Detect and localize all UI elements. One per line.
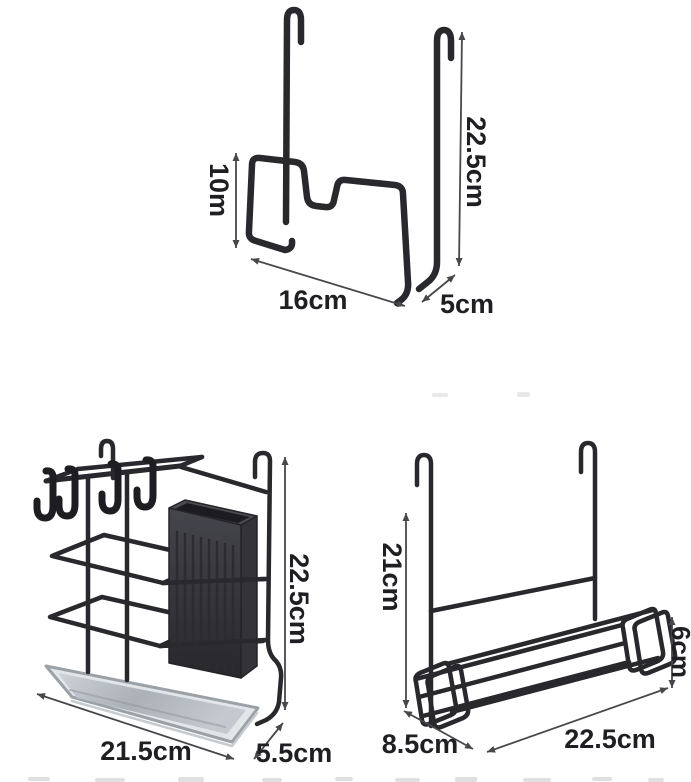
rack-right-hook-frame — [252, 450, 284, 727]
arrow-basket-depth — [403, 710, 474, 750]
basket-rack-illustration — [413, 440, 678, 730]
dim-basket-depth-label: 8.5cm — [381, 729, 459, 759]
bracket-w-wire — [245, 154, 412, 307]
rack-center-hook — [98, 438, 116, 481]
arrow-rack-depth — [253, 722, 284, 760]
dim-top-width-label: 16cm — [278, 285, 348, 315]
dim-top-depth-label: 5cm — [439, 289, 495, 319]
arrow-basket-width — [486, 687, 669, 753]
cutlery-box-ribs — [175, 530, 235, 675]
hook-rail-back — [75, 454, 205, 472]
arrow-top-height — [455, 31, 466, 267]
dim-rack-height-label: 22.5cm — [284, 553, 314, 645]
dim-basket-height-label: 21cm — [377, 542, 407, 612]
dim-rack-width-label: 21.5cm — [100, 736, 192, 766]
dim-rack-depth-label: 5.5cm — [255, 738, 333, 768]
s-hooks — [33, 456, 157, 522]
arrow-top-width — [250, 257, 406, 308]
basket-left-hook — [414, 452, 434, 729]
cutlery-box-side — [240, 515, 258, 679]
arrow-rack-width — [36, 693, 235, 760]
arrow-top-depth — [421, 274, 456, 303]
cutlery-box-front — [168, 507, 242, 679]
basket-cross-rail — [428, 575, 598, 614]
bracket-left-hook — [282, 6, 305, 226]
basket-right-end — [620, 606, 666, 673]
dim-basket-rail-height-label: 6cm — [666, 625, 691, 679]
rail-to-right-frame — [178, 464, 269, 495]
basket-right-hook — [578, 440, 598, 622]
dim-top-height-label: 22.5cm — [461, 116, 491, 208]
cutlery-box-cavity — [175, 503, 250, 523]
bracket-right-hook — [415, 26, 455, 293]
top-bracket-illustration — [245, 6, 455, 307]
faint-artifacts — [28, 392, 664, 782]
utensil-rack-illustration — [33, 438, 284, 748]
dim-top-inner-height-label: 10m — [204, 162, 234, 218]
dim-basket-width-label: 22.5cm — [564, 724, 656, 754]
dimension-arrows — [36, 31, 676, 760]
